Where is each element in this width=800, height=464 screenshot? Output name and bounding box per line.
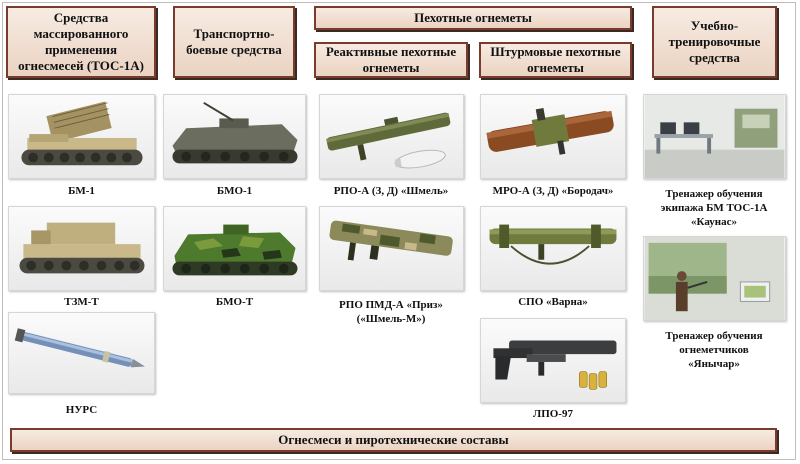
page-frame [2, 2, 796, 460]
header-tos: Средства массированного применения огнес… [6, 6, 156, 78]
simulator-room-icon [644, 95, 785, 178]
photo-yanychar [643, 236, 786, 321]
launcher-tube-icon [326, 112, 451, 169]
header-infantry: Пехотные огнеметы [314, 6, 632, 30]
photo-kaunas [643, 94, 786, 179]
photo-tzm [8, 206, 155, 291]
rocket-icon [14, 328, 146, 368]
header-reactive: Реактивные пехотные огнеметы [314, 42, 468, 78]
caption-kaunas-3: «Каунас» [691, 216, 737, 228]
photo-nurs [8, 312, 155, 394]
caption-tzm: ТЗМ-Т [64, 296, 99, 308]
caption-mro: МРО-А (З, Д) «Бородач» [492, 185, 614, 197]
header-transport: Транспортно-боевые средства [173, 6, 295, 78]
caption-spo: СПО «Варна» [518, 296, 588, 308]
grenade-launcher-icon [493, 340, 617, 390]
caption-nurs: НУРС [65, 404, 98, 416]
assault-launcher-icon [486, 107, 614, 155]
photo-rpoa [319, 94, 464, 179]
tank-launcher-icon [21, 101, 143, 166]
caption-yanychar-2: огнеметчиков [679, 344, 749, 356]
heavy-vehicle-icon [172, 224, 298, 276]
caption-lpo: ЛПО-97 [533, 408, 573, 420]
photo-lpo [480, 318, 626, 403]
caption-yanychar-1: Тренажер обучения [665, 330, 763, 342]
photo-bmo1 [163, 94, 306, 179]
caption-rpo-pmd-2: («Шмель-М») [356, 313, 426, 325]
armored-vehicle-icon [172, 101, 298, 164]
caption-kaunas-2: экипажа БМ ТОС-1А [660, 202, 768, 214]
caption-kaunas-1: Тренажер обучения [665, 188, 763, 200]
header-footer: Огнесмеси и пиротехнические составы [10, 428, 777, 452]
tube-weapon-icon [489, 224, 617, 265]
caption-rpo-pmd-1: РПО ПМД-А «Приз» [339, 299, 443, 311]
reload-vehicle-icon [19, 222, 145, 274]
photo-mro [480, 94, 626, 179]
caption-bmot: БМО-Т [215, 296, 254, 308]
photo-bmot [163, 206, 306, 291]
header-training: Учебно-тренировочные средства [652, 6, 777, 78]
camo-launcher-icon [329, 220, 453, 261]
caption-yanychar-3: «Янычар» [688, 358, 740, 370]
header-assault: Штурмовые пехотные огнеметы [479, 42, 632, 78]
photo-spo [480, 206, 626, 291]
caption-bmo1: БМО-1 [216, 185, 253, 197]
photo-bm1 [8, 94, 155, 179]
caption-bm1: БМ-1 [68, 185, 95, 197]
trainer-room-icon [644, 237, 785, 320]
caption-rpoa: РПО-А (З, Д) «Шмель» [333, 185, 449, 197]
photo-rpo-pmd [319, 206, 464, 291]
